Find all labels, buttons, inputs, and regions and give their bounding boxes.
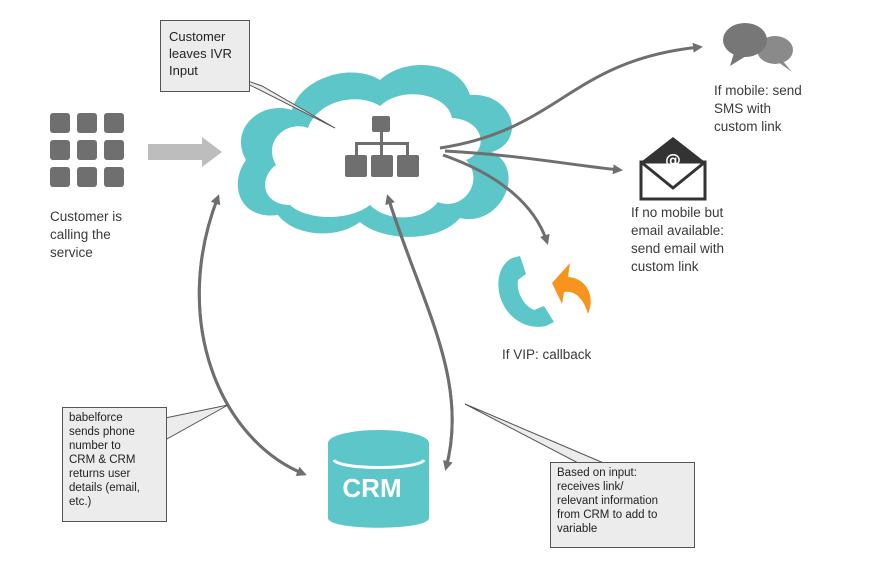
callout-ivr: Customer leaves IVR Input — [160, 20, 250, 92]
keypad-icon — [50, 113, 124, 187]
incoming-call-arrow — [148, 137, 222, 167]
phone-icon — [498, 256, 554, 327]
arrow-to-callback — [442, 153, 550, 245]
cloud-icon — [237, 64, 512, 237]
callback-arrow-icon — [552, 263, 591, 314]
mobile-sms-label: If mobile: send SMS with custom link — [714, 83, 802, 134]
crm-label: CRM — [342, 473, 401, 503]
arrow-to-email — [444, 149, 623, 175]
arrow-cloud-to-crm-right — [386, 196, 454, 471]
callout-based-on-input: Based on input: receives link/ relevant … — [550, 462, 695, 548]
svg-text:@: @ — [665, 150, 681, 169]
customer-calling-label: Customer is calling the service — [50, 209, 123, 260]
callout-pointers — [164, 73, 607, 465]
connector-arrows — [197, 42, 703, 476]
arrow-crm-to-cloud — [197, 194, 305, 476]
database-icon — [328, 430, 429, 528]
email-label: If no mobile but email available: send e… — [631, 205, 725, 274]
envelope-icon: @ — [639, 137, 707, 201]
vip-callback-label: If VIP: callback — [502, 347, 592, 362]
arrow-to-sms — [439, 42, 703, 150]
arrow-crm-to-cloud-right — [385, 194, 454, 469]
arrow-cloud-to-crm — [197, 196, 307, 476]
hierarchy-icon — [345, 116, 419, 177]
chat-bubbles-icon — [723, 23, 793, 72]
callout-babelforce: babelforce sends phone number to CRM & C… — [62, 407, 167, 522]
